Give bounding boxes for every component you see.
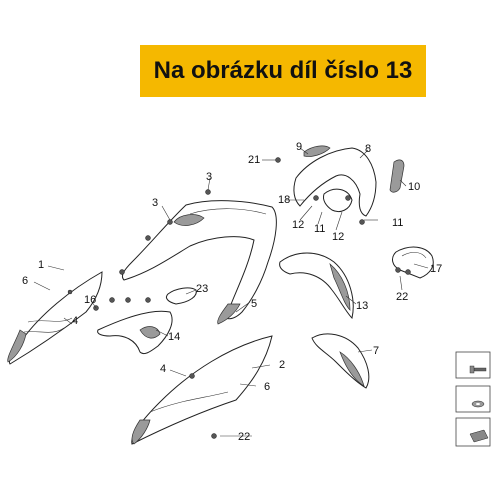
leader-lines bbox=[33, 147, 429, 437]
part-mudguard-13 bbox=[279, 252, 354, 319]
callout: 7 bbox=[373, 345, 379, 357]
callout: 17 bbox=[430, 263, 442, 275]
callout: 8 bbox=[365, 143, 371, 155]
callout: 5 bbox=[251, 298, 257, 310]
callout: 18 bbox=[278, 194, 290, 206]
callout: 23 bbox=[196, 283, 208, 295]
callout: 21 bbox=[248, 154, 260, 166]
callout: 22 bbox=[396, 291, 408, 303]
callout: 11 bbox=[314, 223, 325, 235]
callout: 9 bbox=[296, 141, 302, 153]
callout: 6 bbox=[22, 275, 28, 287]
title-banner: Na obrázku díl číslo 13 bbox=[140, 45, 426, 97]
part-lower-side-panel bbox=[131, 335, 273, 445]
callout: 4 bbox=[160, 363, 166, 375]
callout: 3 bbox=[206, 171, 212, 183]
callout: 6 bbox=[264, 381, 270, 393]
callout: 1 bbox=[38, 259, 44, 271]
callout: 14 bbox=[168, 331, 180, 343]
hardware-legend bbox=[455, 351, 491, 447]
screw-icon bbox=[469, 365, 487, 374]
legend-box-20 bbox=[455, 351, 491, 379]
part-reflector bbox=[389, 159, 405, 193]
part-bracket bbox=[97, 310, 173, 355]
callout: 3 bbox=[152, 197, 158, 209]
part-rack bbox=[392, 246, 434, 279]
callout: 10 bbox=[408, 181, 420, 193]
title-text: Na obrázku díl číslo 13 bbox=[153, 57, 413, 84]
clip-icon bbox=[469, 429, 489, 443]
legend-box-19 bbox=[455, 385, 491, 413]
part-lower-cover bbox=[311, 333, 370, 389]
callout: 12 bbox=[292, 219, 304, 231]
callout: 16 bbox=[84, 294, 96, 306]
callout: 22 bbox=[238, 431, 250, 443]
callout: 11 bbox=[392, 217, 403, 229]
callout: 2 bbox=[279, 359, 285, 371]
part-plate bbox=[165, 287, 197, 305]
washer-icon bbox=[471, 400, 485, 408]
callout: 4 bbox=[72, 315, 78, 327]
callout: 12 bbox=[332, 231, 344, 243]
part-grab-handle bbox=[293, 145, 377, 217]
part-left-side-panel bbox=[7, 271, 103, 365]
callout: 13 bbox=[356, 300, 368, 312]
